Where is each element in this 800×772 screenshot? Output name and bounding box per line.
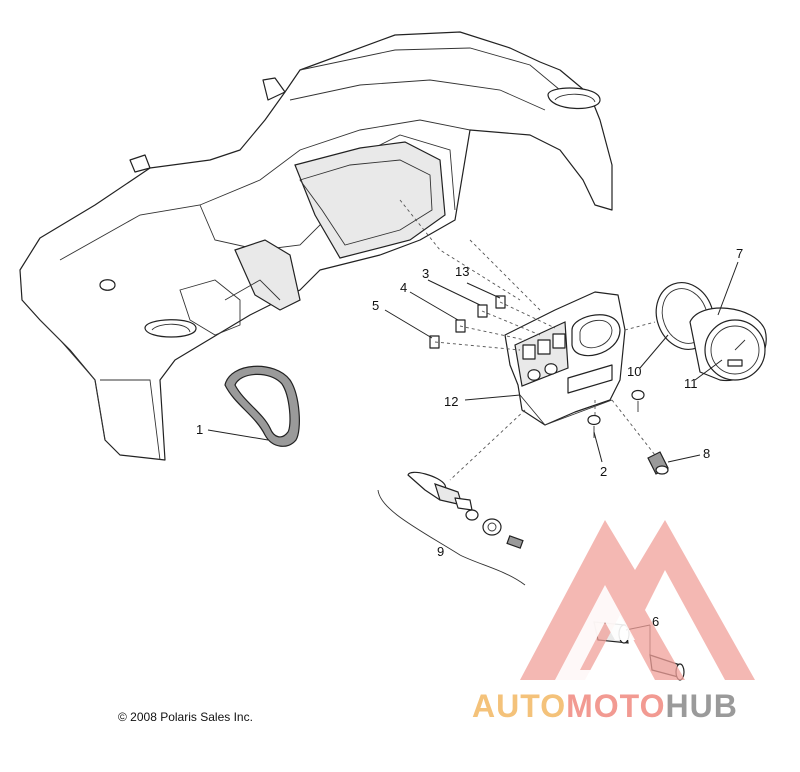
automotohub-watermark-text: AUTOMOTOHUB bbox=[472, 688, 738, 725]
part-12-instrument-pod bbox=[504, 291, 626, 426]
switches bbox=[429, 295, 506, 349]
watermark-auto: AUTO bbox=[472, 688, 567, 724]
callout-4: 4 bbox=[400, 280, 407, 295]
callout-numbers: 1 2 3 4 5 6 7 8 9 10 11 12 13 bbox=[196, 246, 743, 629]
watermark-moto: MOTO bbox=[566, 688, 666, 724]
callout-6: 6 bbox=[652, 614, 659, 629]
assembly-lines bbox=[399, 199, 656, 481]
callout-13: 13 bbox=[455, 264, 469, 279]
callout-8: 8 bbox=[703, 446, 710, 461]
callout-10: 10 bbox=[627, 364, 641, 379]
automotohub-logo-icon bbox=[520, 520, 755, 680]
callout-12: 12 bbox=[444, 394, 458, 409]
watermark-hub: HUB bbox=[665, 688, 738, 724]
callout-5: 5 bbox=[372, 298, 379, 313]
part-9-power-outlet bbox=[377, 471, 526, 586]
callout-1: 1 bbox=[196, 422, 203, 437]
switch-5 bbox=[429, 335, 440, 349]
callout-2: 2 bbox=[600, 464, 607, 479]
copyright-text: © 2008 Polaris Sales Inc. bbox=[118, 710, 253, 724]
dashboard-shell bbox=[19, 31, 613, 461]
part-2-fasteners bbox=[587, 389, 645, 438]
callout-7: 7 bbox=[736, 246, 743, 261]
part-11-speedometer bbox=[689, 307, 767, 382]
part-8-indicator-light bbox=[647, 451, 669, 475]
callout-3: 3 bbox=[422, 266, 429, 281]
callout-11: 11 bbox=[684, 376, 698, 391]
callout-9: 9 bbox=[437, 544, 444, 559]
part-1-grab-handle bbox=[224, 365, 300, 447]
